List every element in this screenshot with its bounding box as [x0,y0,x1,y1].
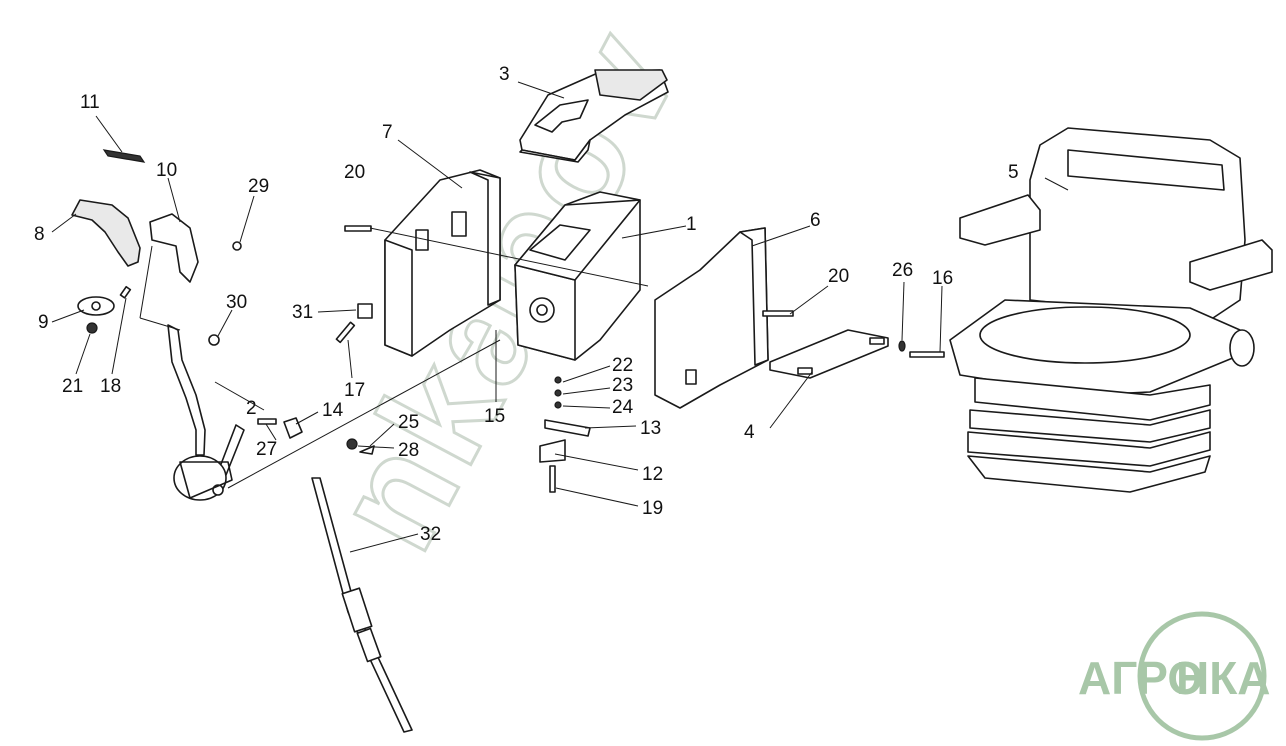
callout-14: 14 [322,400,344,421]
callout-32: 32 [420,524,441,545]
callout-13: 13 [640,418,661,439]
part-console-box [514,191,641,361]
part-gear-lever [167,324,245,501]
callout-21: 21 [62,376,83,397]
callout-4: 4 [744,422,755,443]
part-operator-seat [949,127,1273,493]
part-base-plate [769,329,889,379]
callout-22: 22 [612,355,633,376]
callout-24: 24 [612,397,634,418]
logo-text-left: АГРО [1078,652,1203,704]
agronka-logo: АГРО НКА [1078,611,1271,741]
callout-8: 8 [34,224,45,245]
leader-lines [51,81,1069,553]
callout-29: 29 [248,176,269,197]
callout-31: 31 [292,302,313,323]
part-left-side-panel [384,169,501,357]
callout-16: 16 [932,268,953,289]
logo-text-right: НКА [1176,652,1271,704]
part-handle-assembly [71,149,199,283]
callout-9: 9 [38,312,49,333]
callout-1: 1 [686,214,697,235]
callout-20-right: 20 [828,266,849,287]
callout-18: 18 [100,376,121,397]
part-right-side-panel [654,227,769,409]
callout-6: 6 [810,210,821,231]
callout-30: 30 [226,292,247,313]
callout-11: 11 [80,92,100,113]
part-control-cable [311,477,413,733]
callout-23: 23 [612,375,633,396]
callout-20-left: 20 [344,162,365,183]
callout-27: 27 [256,439,277,460]
callout-labels: 1 2 3 4 5 6 7 8 9 10 11 12 13 14 15 16 1… [34,64,1019,545]
part-small-hardware [86,225,945,493]
part-small-bracket [77,296,115,316]
callout-19: 19 [642,498,663,519]
callout-5: 5 [1008,162,1019,183]
callout-15: 15 [484,406,505,427]
callout-28: 28 [398,440,419,461]
callout-12: 12 [642,464,663,485]
logo-circle [1137,611,1267,741]
callout-25: 25 [398,412,419,433]
callout-3: 3 [499,64,510,85]
callout-17: 17 [344,380,365,401]
callout-7: 7 [382,122,393,143]
callout-10: 10 [156,160,177,181]
callout-26: 26 [892,260,913,281]
callout-2: 2 [246,398,257,419]
part-console-top-cover [519,69,669,163]
